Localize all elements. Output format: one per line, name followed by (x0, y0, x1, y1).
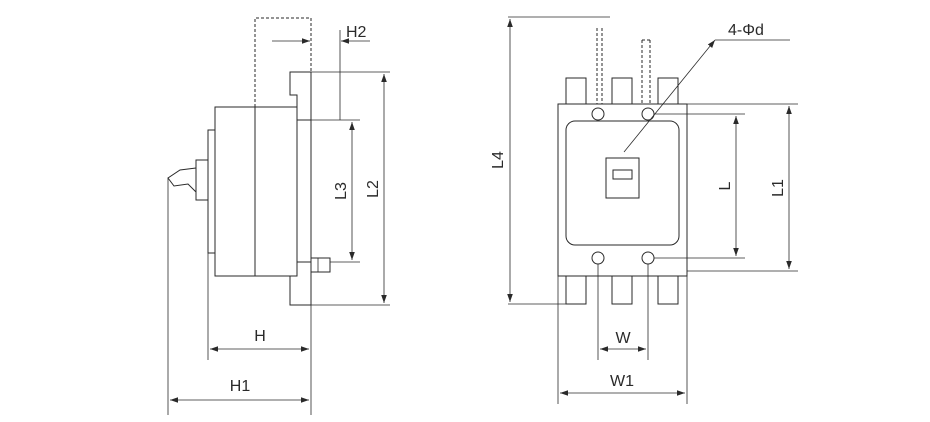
mounting-hole (641, 107, 655, 121)
breaker-body-front (557, 103, 688, 277)
label-l: L (717, 181, 734, 190)
dim-h1: H1 (170, 378, 309, 403)
dim-w1: W1 (560, 373, 685, 396)
dim-w: W (600, 330, 646, 352)
label-h: H (254, 328, 266, 345)
mounting-holes (591, 107, 655, 265)
dim-l2: L2 (365, 74, 387, 303)
top-terminals (565, 77, 679, 105)
mounting-hole (641, 251, 655, 265)
label-w: W (615, 330, 631, 347)
label-h1: H1 (230, 378, 251, 395)
label-l3: L3 (333, 182, 350, 200)
bottom-terminals (565, 275, 679, 305)
label-h2: H2 (346, 24, 367, 41)
mounting-hole (591, 251, 605, 265)
breaker-body-side (167, 71, 331, 306)
label-l1: L1 (770, 179, 787, 197)
dim-l: L (717, 116, 739, 256)
label-hole-spec: 4-Φd (728, 22, 764, 39)
lead-out-wires (596, 28, 651, 104)
hole-callout: 4-Φd (623, 22, 790, 153)
dim-h: H (210, 328, 309, 352)
dim-l3: L3 (333, 122, 355, 260)
label-l4: L4 (490, 151, 507, 169)
dim-l4: L4 (490, 19, 513, 302)
label-l2: L2 (365, 180, 382, 198)
dim-l1: L1 (770, 106, 792, 269)
handle (605, 157, 640, 199)
side-extension-lines (167, 30, 390, 415)
front-view: 4-Φd L4 L L1 (490, 16, 798, 404)
side-view: H2 L3 L2 H H1 (167, 17, 390, 415)
mounting-hole (591, 107, 605, 121)
label-w1: W1 (610, 373, 634, 390)
handle-travel-outline (254, 17, 312, 107)
dim-h2: H2 (272, 24, 370, 44)
front-extension-lines (508, 16, 798, 404)
